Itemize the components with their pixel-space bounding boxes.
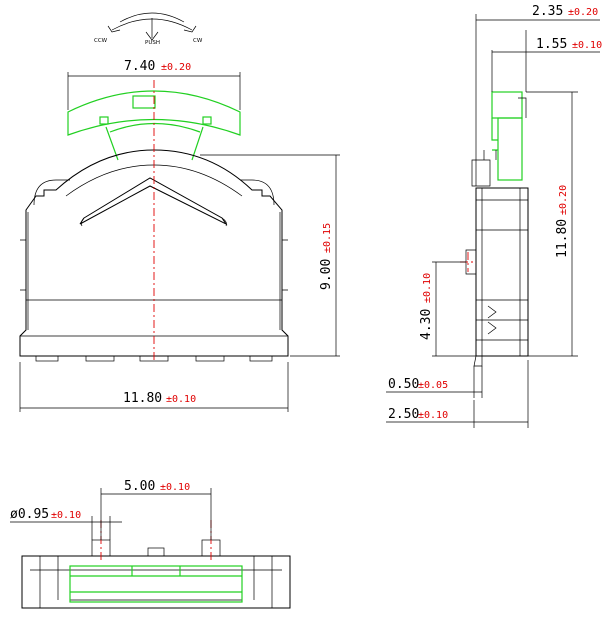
dim-front-height-tol: ±0.15 <box>322 223 333 253</box>
dim-side-top1-value: 2.35 <box>532 4 563 19</box>
dim-pin-dia-tol: ±0.10 <box>51 510 81 521</box>
dim-front-top-tol: ±0.20 <box>161 62 191 73</box>
dim-front-width-value: 11.80 <box>123 391 162 406</box>
dim-front-top-value: 7.40 <box>124 59 155 74</box>
dim-side-bottom2-tol: ±0.10 <box>418 410 448 421</box>
dim-side-bottom1-tol: ±0.05 <box>418 380 448 391</box>
dim-side-top1-tol: ±0.20 <box>568 7 598 18</box>
side-actuator <box>491 91 523 119</box>
housing-outline <box>19 149 289 357</box>
dim-front-height-value: 9.00 <box>319 259 334 290</box>
cw-label: CW <box>193 38 203 44</box>
dim-pin-dia-value: ø0.95 <box>10 507 49 522</box>
dim-side-bottom1-value: 0.50 <box>388 377 419 392</box>
rotation-symbol: CCW PUSH CW <box>94 12 203 46</box>
dim-side-mid-value: 4.30 <box>419 309 434 340</box>
dim-side-top2-tol: ±0.10 <box>572 40 602 51</box>
bottom-view: 5.00 ±0.10 ø0.95 ±0.10 <box>10 479 291 609</box>
dim-side-mid-tol: ±0.10 <box>422 273 433 303</box>
push-label: PUSH <box>145 40 160 46</box>
dim-side-height-value: 11.80 <box>555 219 570 258</box>
bottom-actuator <box>69 565 243 603</box>
dim-side-top2-value: 1.55 <box>536 37 567 52</box>
dim-side-height-tol: ±0.20 <box>558 185 569 215</box>
dim-bottom-pitch-value: 5.00 <box>124 479 155 494</box>
dim-bottom-pitch-tol: ±0.10 <box>160 482 190 493</box>
ccw-label: CCW <box>94 38 108 44</box>
front-view: 7.40 ±0.20 9.00 ±0.15 11.80 ±0.10 <box>19 59 340 412</box>
side-view: 2.35 ±0.20 1.55 ±0.10 11.80 ±0.20 4.30 ±… <box>386 4 602 428</box>
spring-contact <box>79 177 228 226</box>
dim-side-bottom2-value: 2.50 <box>388 407 419 422</box>
dim-front-width-tol: ±0.10 <box>166 394 196 405</box>
actuator-knob <box>67 90 241 136</box>
